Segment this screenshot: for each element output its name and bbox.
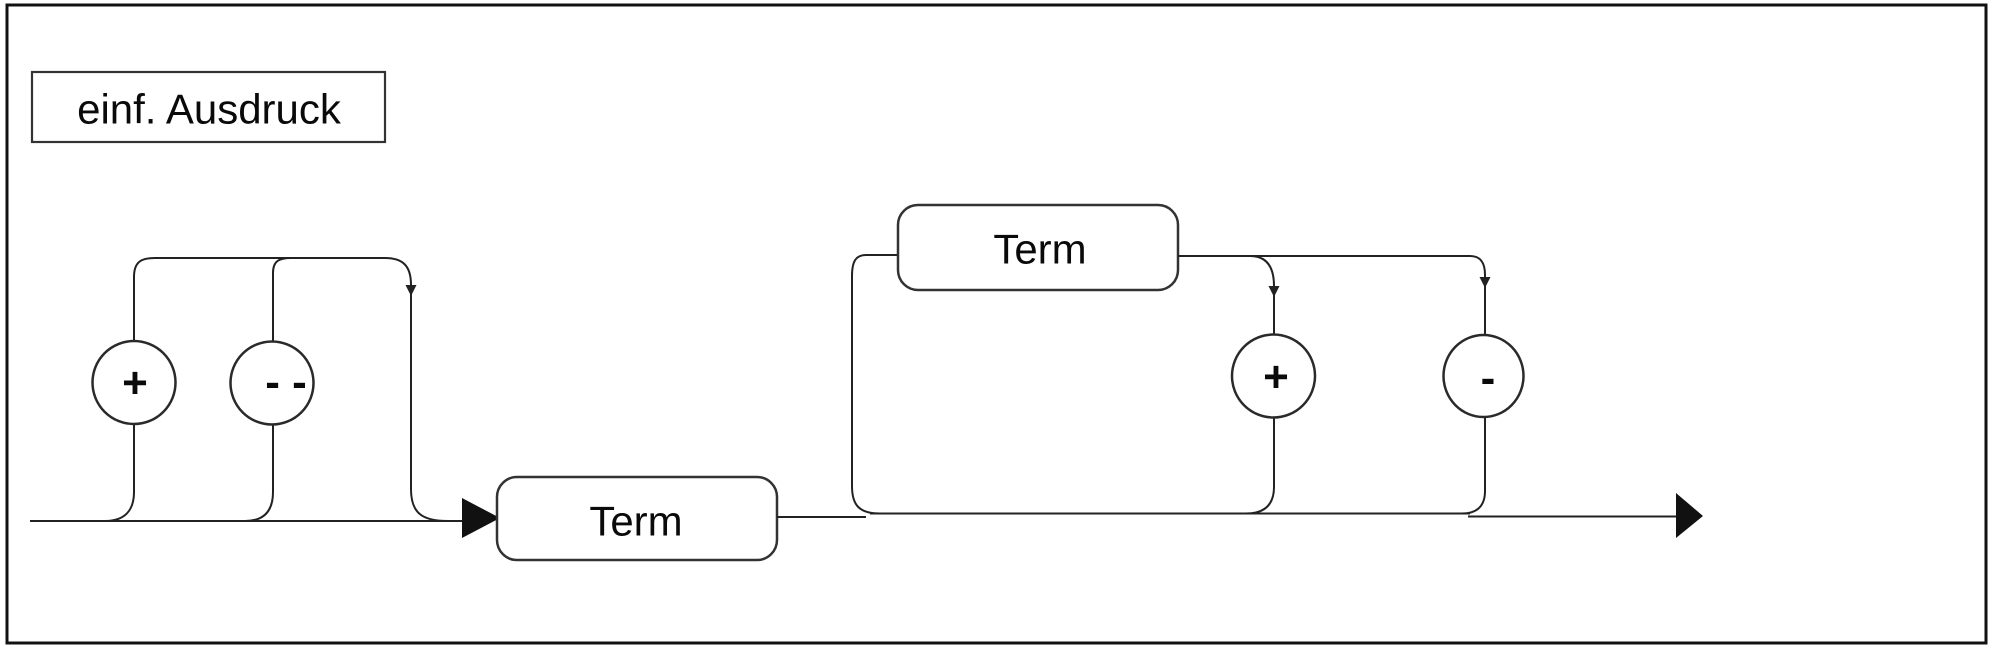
prefix-double-minus-node: - - <box>229 340 315 426</box>
diagram-title-box: einf. Ausdruck <box>30 70 387 144</box>
loop-term-box <box>896 203 1180 292</box>
main-term-node: Term <box>495 475 779 562</box>
prefix-double-minus-circle <box>229 340 315 426</box>
loop-plus-arrowhead-icon <box>1268 286 1280 297</box>
loop-plus-node: + <box>1230 333 1317 419</box>
prefix-plus-label: + <box>122 359 148 408</box>
diagram-title: einf. Ausdruck <box>77 86 342 133</box>
exit-arrowhead-icon <box>1676 493 1703 538</box>
prefix-plus-circle <box>91 339 177 426</box>
loop-term-node: Term <box>896 203 1180 292</box>
loop-minus-circle <box>1442 333 1525 419</box>
loop-minus-branch-upper <box>1469 255 1486 334</box>
loop-plus-label: + <box>1263 353 1289 402</box>
loop-plus-circle <box>1230 333 1317 419</box>
loop-minus-arrowhead-icon <box>1479 277 1491 288</box>
prefix-plus-branch-lower <box>104 424 135 522</box>
prefix-rejoin-branch <box>384 257 449 522</box>
loop-plus-branch-upper <box>1249 255 1275 287</box>
prefix-minus-branch-lower <box>244 424 274 522</box>
title-box-border <box>30 70 387 144</box>
loop-minus-label: - <box>1481 354 1496 403</box>
main-term-box <box>495 475 779 562</box>
loop-minus-node: - <box>1442 333 1525 419</box>
prefix-plus-branch-upper <box>133 257 156 341</box>
loop-minus-branch-lower <box>1461 417 1486 515</box>
entry-arrowhead-icon <box>462 498 500 538</box>
loop-return-branch <box>851 254 898 515</box>
prefix-plus-node: + <box>91 339 177 426</box>
loop-term-label: Term <box>993 226 1086 273</box>
loop-plus-branch-lower <box>1245 418 1275 515</box>
main-term-label: Term <box>589 498 682 545</box>
prefix-rejoin-arrowhead-icon <box>405 285 417 296</box>
prefix-double-minus-label: - - <box>265 358 307 407</box>
